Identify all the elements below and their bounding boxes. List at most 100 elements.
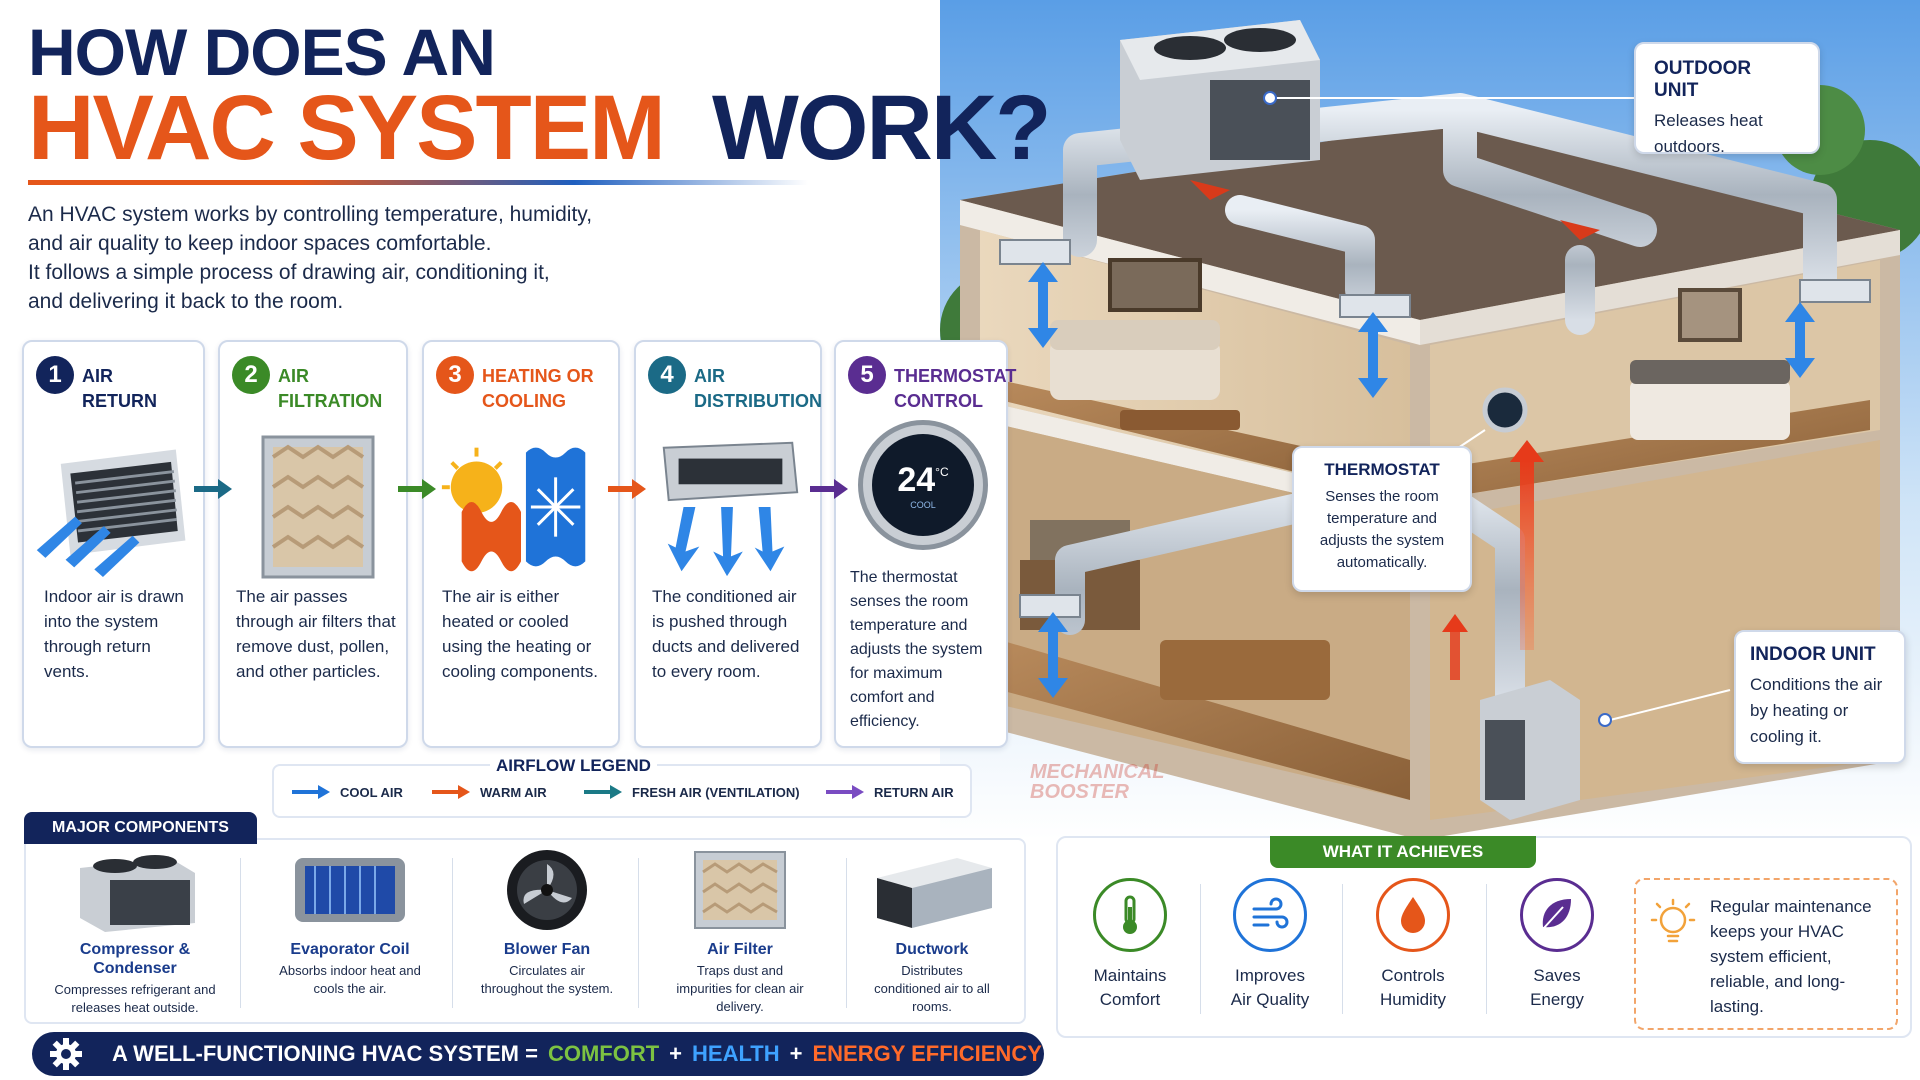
- step-title-line-2: COOLING: [482, 391, 566, 411]
- achievements-tab: WHAT IT ACHIEVES: [1270, 836, 1536, 868]
- thermostat-dial-icon: 24 °C COOL: [858, 420, 988, 550]
- step-title-line-2: RETURN: [82, 391, 157, 411]
- outdoor-unit-callout: OUTDOOR UNIT Releases heat outdoors.: [1634, 42, 1820, 156]
- arrow-right-icon: [194, 479, 232, 499]
- step-card-air-distribution: 4 AIR DISTRIBUTION: [634, 340, 822, 748]
- legend-item-cool: COOL AIR: [292, 784, 403, 800]
- condenser-unit-icon: [40, 846, 230, 934]
- lightbulb-icon: [1650, 898, 1696, 943]
- supply-vent-icon: [644, 432, 812, 582]
- arrow-right-icon: [584, 785, 622, 799]
- component-compressor: Compressor & Condenser Compresses refrig…: [40, 846, 230, 1022]
- component-evaporator-coil: Evaporator Coil Absorbs indoor heat and …: [250, 846, 450, 1022]
- thermometer-icon: [1093, 878, 1167, 952]
- achievement-air-quality: Improves Air Quality: [1205, 878, 1335, 1012]
- outdoor-unit-text-2: outdoors.: [1654, 137, 1725, 156]
- legend-title: AIRFLOW LEGEND: [490, 756, 657, 776]
- step-title-line-2: FILTRATION: [278, 391, 383, 411]
- component-blower-fan: Blower Fan Circulates air throughout the…: [462, 846, 632, 1022]
- leaf-icon: [1520, 878, 1594, 952]
- thermostat-callout: THERMOSTAT Senses the room temperature a…: [1292, 446, 1472, 592]
- step-card-thermostat-control: 5 THERMOSTAT CONTROL 24 °C COOL: [834, 340, 1016, 748]
- return-vent-icon: [32, 432, 195, 582]
- achievements-panel: [1056, 836, 1912, 1038]
- arrow-right-icon: [608, 479, 646, 499]
- divider: [452, 858, 453, 1008]
- divider: [1486, 884, 1487, 1014]
- maintenance-tip-text: Regular maintenance keeps your HVAC syst…: [1710, 897, 1872, 1016]
- step-title-line-1: AIR: [694, 366, 725, 386]
- legend-item-warm: WARM AIR: [432, 784, 547, 800]
- step-title-line-1: AIR: [82, 366, 113, 386]
- arrow-right-icon: [432, 785, 470, 799]
- wind-icon: [1233, 878, 1307, 952]
- air-filter-icon: [228, 432, 398, 582]
- thermostat-mode: COOL: [910, 499, 936, 510]
- watermark: MECHANICAL BOOSTER: [1030, 761, 1165, 803]
- divider: [846, 858, 847, 1008]
- step-desc-air-return: Indoor air is drawn into the system thro…: [44, 587, 184, 681]
- step-desc-heating-or-cooling: The air is either heated or cooled using…: [442, 587, 598, 681]
- step-title-line-1: AIR: [278, 366, 309, 386]
- arrow-right-icon: [292, 785, 330, 799]
- legend-item-fresh: FRESH AIR (VENTILATION): [584, 784, 800, 800]
- title-line-1: HOW DOES AN: [28, 15, 496, 89]
- achievement-humidity: Controls Humidity: [1348, 878, 1478, 1012]
- indoor-unit-title: INDOOR UNIT: [1750, 644, 1876, 665]
- outdoor-unit-title: OUTDOOR UNIT: [1654, 58, 1752, 101]
- divider: [240, 858, 241, 1008]
- step-number: 3: [436, 356, 474, 394]
- summary-bar: A WELL-FUNCTIONING HVAC SYSTEM = COMFORT…: [32, 1032, 1044, 1076]
- thermostat-temp: 24: [897, 460, 936, 499]
- step-card-heating-or-cooling: 3 HEATING OR COOLING: [422, 340, 620, 748]
- maintenance-tip-box: [1634, 878, 1898, 1030]
- gear-icon: [50, 1038, 82, 1070]
- divider: [1200, 884, 1201, 1014]
- arrow-right-icon: [810, 479, 848, 499]
- intro-line-2: and air quality to keep indoor spaces co…: [28, 232, 492, 255]
- arrow-right-icon: [826, 785, 864, 799]
- step-title-line-1: THERMOSTAT: [894, 366, 1017, 386]
- intro-line-1: An HVAC system works by controlling temp…: [28, 203, 593, 226]
- water-drop-icon: [1376, 878, 1450, 952]
- step-number: 5: [848, 356, 886, 394]
- outdoor-unit-text-1: Releases heat: [1654, 111, 1763, 130]
- step-desc-thermostat-control: The thermostat senses the room temperatu…: [850, 569, 983, 730]
- step-number: 4: [648, 356, 686, 394]
- step-title-line-1: HEATING OR: [482, 366, 594, 386]
- heating-cooling-coil-icon: [432, 432, 610, 582]
- major-components-tab: MAJOR COMPONENTS: [24, 812, 257, 844]
- title-line-2-end: WORK?: [712, 77, 1051, 179]
- step-desc-air-filtration: The air passes through air filters that …: [236, 587, 396, 681]
- thermostat-unit: °C: [935, 464, 949, 479]
- blower-fan-icon: [462, 846, 632, 934]
- component-air-filter: Air Filter Traps dust and impurities for…: [650, 846, 830, 1022]
- evaporator-coil-icon: [250, 846, 450, 934]
- indoor-unit-text: Conditions the air by heating or cooling…: [1750, 675, 1883, 746]
- step-card-air-filtration: 2 AIR FILTRATION: [218, 340, 408, 748]
- divider: [638, 858, 639, 1008]
- step-title-line-2: CONTROL: [894, 391, 983, 411]
- divider: [1342, 884, 1343, 1014]
- intro-line-4: and delivering it back to the room.: [28, 290, 344, 313]
- achievement-comfort: Maintains Comfort: [1065, 878, 1195, 1012]
- air-filter-icon: [650, 846, 830, 934]
- step-card-air-return: 1 AIR RETURN: [22, 340, 205, 748]
- indoor-unit-callout: INDOOR UNIT Conditions the air by heatin…: [1734, 630, 1906, 764]
- component-ductwork: Ductwork Distributes conditioned air to …: [854, 846, 1010, 1022]
- achievement-energy: Saves Energy: [1492, 878, 1622, 1012]
- step-title-line-2: DISTRIBUTION: [694, 391, 822, 411]
- major-components-panel: [24, 838, 1026, 1024]
- step-number: 2: [232, 356, 270, 394]
- title-underline: [28, 180, 808, 185]
- intro-paragraph: An HVAC system works by controlling temp…: [28, 200, 748, 316]
- arrow-right-icon: [398, 479, 436, 499]
- thermostat-callout-title: THERMOSTAT: [1324, 460, 1440, 479]
- step-number: 1: [36, 356, 74, 394]
- title-highlight: HVAC SYSTEM: [28, 77, 666, 179]
- intro-line-3: It follows a simple process of drawing a…: [28, 261, 550, 284]
- step-desc-air-distribution: The conditioned air is pushed through du…: [652, 587, 800, 681]
- legend-item-return: RETURN AIR: [826, 784, 954, 800]
- thermostat-callout-text: Senses the room temperature and adjusts …: [1319, 488, 1445, 571]
- ductwork-icon: [854, 846, 1010, 934]
